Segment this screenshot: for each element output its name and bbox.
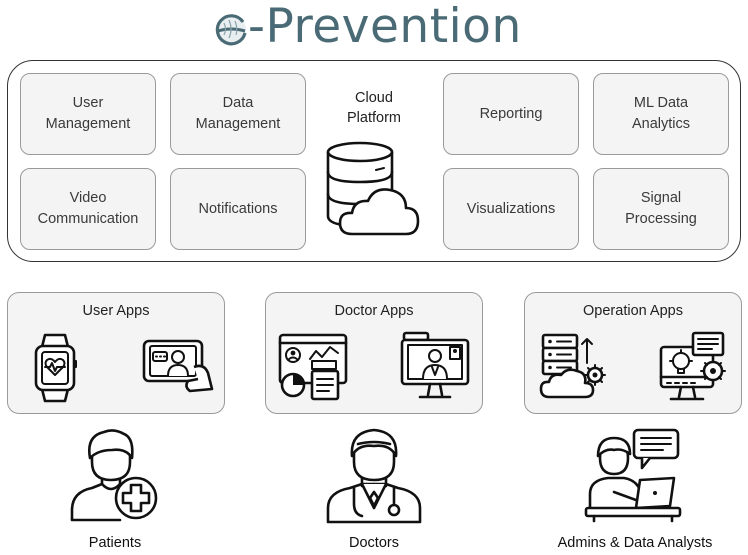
dashboard-report-icon	[278, 333, 348, 401]
tile-notifications: Notifications	[170, 168, 306, 250]
server-cloud-gear-icon	[539, 333, 606, 399]
tile-signal-processing: Signal Processing	[593, 168, 729, 250]
operation-apps-box: Operation Apps	[524, 292, 742, 414]
doctor-stethoscope-icon	[326, 428, 422, 524]
tablet-video-call-icon	[142, 339, 214, 393]
logo-text: -Prevention	[248, 0, 522, 54]
admins-data-analysts-label: Admins & Data Analysts	[557, 535, 713, 551]
analyst-laptop-icon	[584, 428, 682, 523]
tile-reporting: Reporting	[443, 73, 579, 155]
user-apps-box: User Apps	[7, 292, 225, 414]
tile-visualizations: Visualizations	[443, 168, 579, 250]
doctor-apps-title: Doctor Apps	[334, 303, 414, 319]
user-apps-title: User Apps	[82, 303, 150, 319]
patient-plus-icon	[70, 429, 158, 522]
smartwatch-heart-icon	[34, 333, 77, 403]
database-cloud-icon	[326, 141, 420, 236]
monitor-video-doctor-icon	[400, 331, 470, 399]
doctor-apps-box: Doctor Apps	[265, 292, 483, 414]
patients-label: Patients	[88, 535, 142, 551]
operation-apps-title: Operation Apps	[583, 303, 683, 319]
cloud-platform-title: Cloud Platform	[347, 90, 401, 126]
monitor-analytics-gear-icon	[659, 331, 726, 401]
e-prevention-logo-mark	[215, 14, 247, 46]
cloud-platform-container	[7, 60, 741, 262]
tile-user-management: User Management	[20, 73, 156, 155]
e-prevention-logo: -Prevention	[208, 0, 548, 56]
tile-data-management: Data Management	[170, 73, 306, 155]
tile-ml-data-analytics: ML Data Analytics	[593, 73, 729, 155]
tile-video-communication: Video Communication	[20, 168, 156, 250]
doctors-label: Doctors	[349, 535, 399, 551]
